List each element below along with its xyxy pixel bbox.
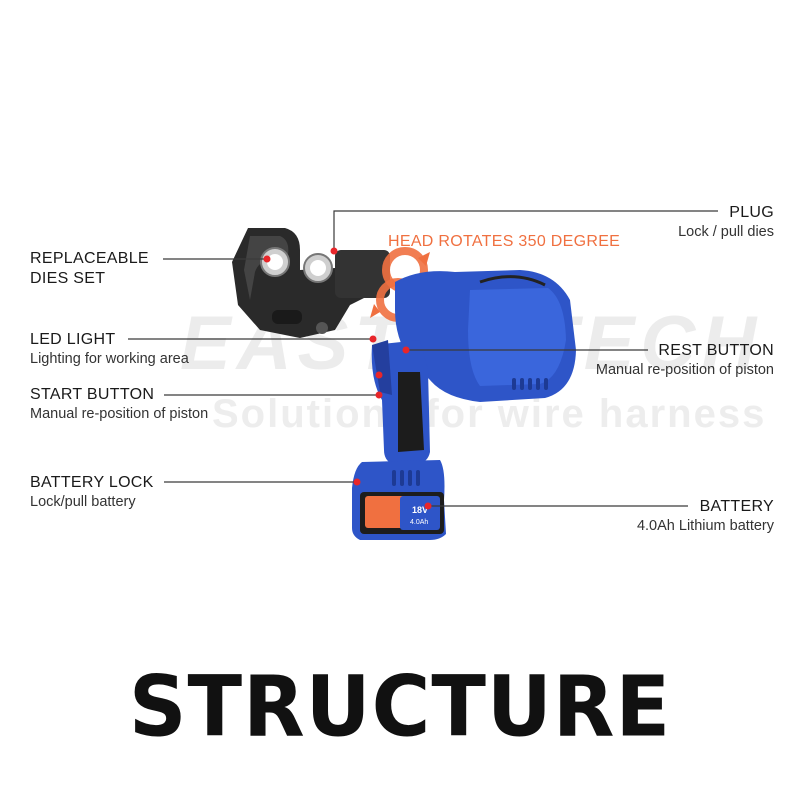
label-rest-button: REST BUTTON Manual re-position of piston <box>596 341 774 380</box>
label-start-button: START BUTTON Manual re-position of pisto… <box>30 385 208 424</box>
label-plug: PLUG Lock / pull dies <box>678 203 774 242</box>
marker-led <box>369 335 377 343</box>
label-start-title: START BUTTON <box>30 386 155 403</box>
label-rest-desc: Manual re-position of piston <box>595 362 774 378</box>
battery-capacity-label: 4.0Ah <box>410 519 428 526</box>
marker-dies <box>263 255 271 263</box>
marker-start-upper <box>375 371 383 379</box>
footer-title: STRUCTURE <box>128 657 672 756</box>
head-rotation-label: HEAD ROTATES 350 DEGREE <box>388 233 621 250</box>
label-battery-lock-desc: Lock/pull battery <box>30 494 136 510</box>
marker-plug <box>330 247 338 255</box>
label-plug-title: PLUG <box>729 204 774 221</box>
marker-battery-lock <box>353 478 361 486</box>
label-led-title: LED LIGHT <box>30 331 116 348</box>
crimp-head <box>232 228 390 338</box>
label-dies-title-line1: REPLACEABLE <box>30 250 149 267</box>
label-plug-desc: Lock / pull dies <box>678 224 774 240</box>
label-rest-title: REST BUTTON <box>658 342 774 359</box>
marker-start <box>375 391 383 399</box>
marker-battery <box>424 502 432 510</box>
battery-voltage-label: 18V <box>412 505 428 515</box>
leader-lines <box>128 210 718 507</box>
label-led-desc: Lighting for working area <box>30 351 189 367</box>
tool-body: 18V 4.0Ah <box>352 270 576 540</box>
label-led-light: LED LIGHT Lighting for working area <box>30 330 189 369</box>
marker-rest <box>402 346 410 354</box>
label-battery-desc: 4.0Ah Lithium battery <box>636 518 774 534</box>
label-battery: BATTERY 4.0Ah Lithium battery <box>637 497 774 536</box>
label-battery-title: BATTERY <box>699 498 774 515</box>
callout-markers <box>263 247 432 510</box>
label-start-desc: Manual re-position of piston <box>30 406 209 422</box>
label-battery-lock-title: BATTERY LOCK <box>30 474 154 491</box>
label-dies-title-line2: DIES SET <box>30 270 106 287</box>
label-battery-lock: BATTERY LOCK Lock/pull battery <box>30 473 154 512</box>
label-dies-set: REPLACEABLE DIES SET <box>30 249 149 289</box>
